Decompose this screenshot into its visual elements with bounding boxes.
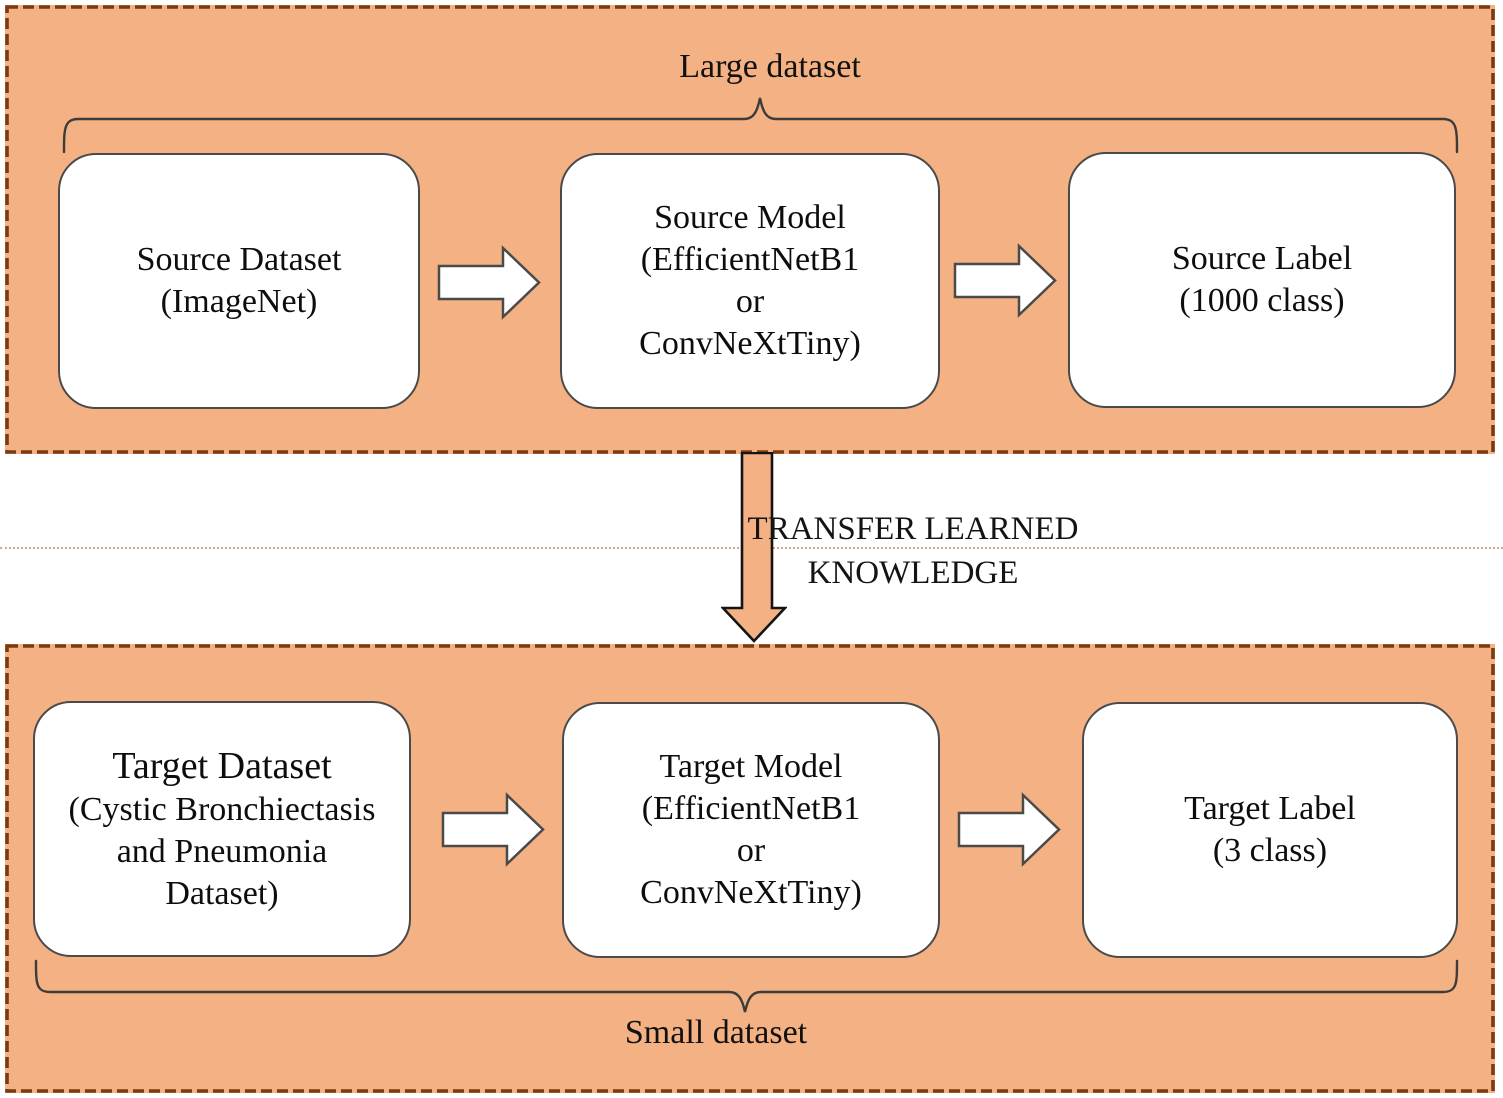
box-target-label-text: Target Label (3 class) bbox=[1184, 790, 1356, 869]
box-source-model: Source Model (EfficientNetB1 or ConvNeXt… bbox=[560, 153, 940, 409]
arrow-right-icon bbox=[437, 245, 541, 320]
box-source-dataset-text: Source Dataset (ImageNet) bbox=[136, 241, 342, 320]
box-source-label-text: Source Label (1000 class) bbox=[1171, 240, 1353, 319]
large-dataset-label: Large dataset bbox=[679, 48, 861, 85]
box-target-dataset-title: Target Dataset bbox=[112, 745, 332, 787]
arrow-right-icon bbox=[957, 792, 1061, 867]
box-target-dataset: Target Dataset (Cystic Bronchiectasis an… bbox=[33, 701, 411, 957]
arrow-right-icon bbox=[953, 243, 1057, 318]
box-target-label: Target Label (3 class) bbox=[1082, 702, 1458, 958]
arrow-right-icon bbox=[441, 792, 545, 867]
transfer-down-arrow-icon bbox=[721, 452, 787, 643]
transfer-learned-knowledge-label: TRANSFER LEARNED KNOWLEDGE bbox=[747, 511, 1079, 591]
small-dataset-label: Small dataset bbox=[624, 1014, 808, 1051]
box-target-model: Target Model (EfficientNetB1 or ConvNeXt… bbox=[562, 702, 940, 958]
box-source-model-text: Source Model (EfficientNetB1 or ConvNeXt… bbox=[639, 199, 861, 362]
box-source-label: Source Label (1000 class) bbox=[1068, 152, 1456, 408]
box-source-dataset: Source Dataset (ImageNet) bbox=[58, 153, 420, 409]
box-target-dataset-text: (Cystic Bronchiectasis and Pneumonia Dat… bbox=[68, 791, 376, 912]
box-target-model-text: Target Model (EfficientNetB1 or ConvNeXt… bbox=[640, 748, 862, 911]
